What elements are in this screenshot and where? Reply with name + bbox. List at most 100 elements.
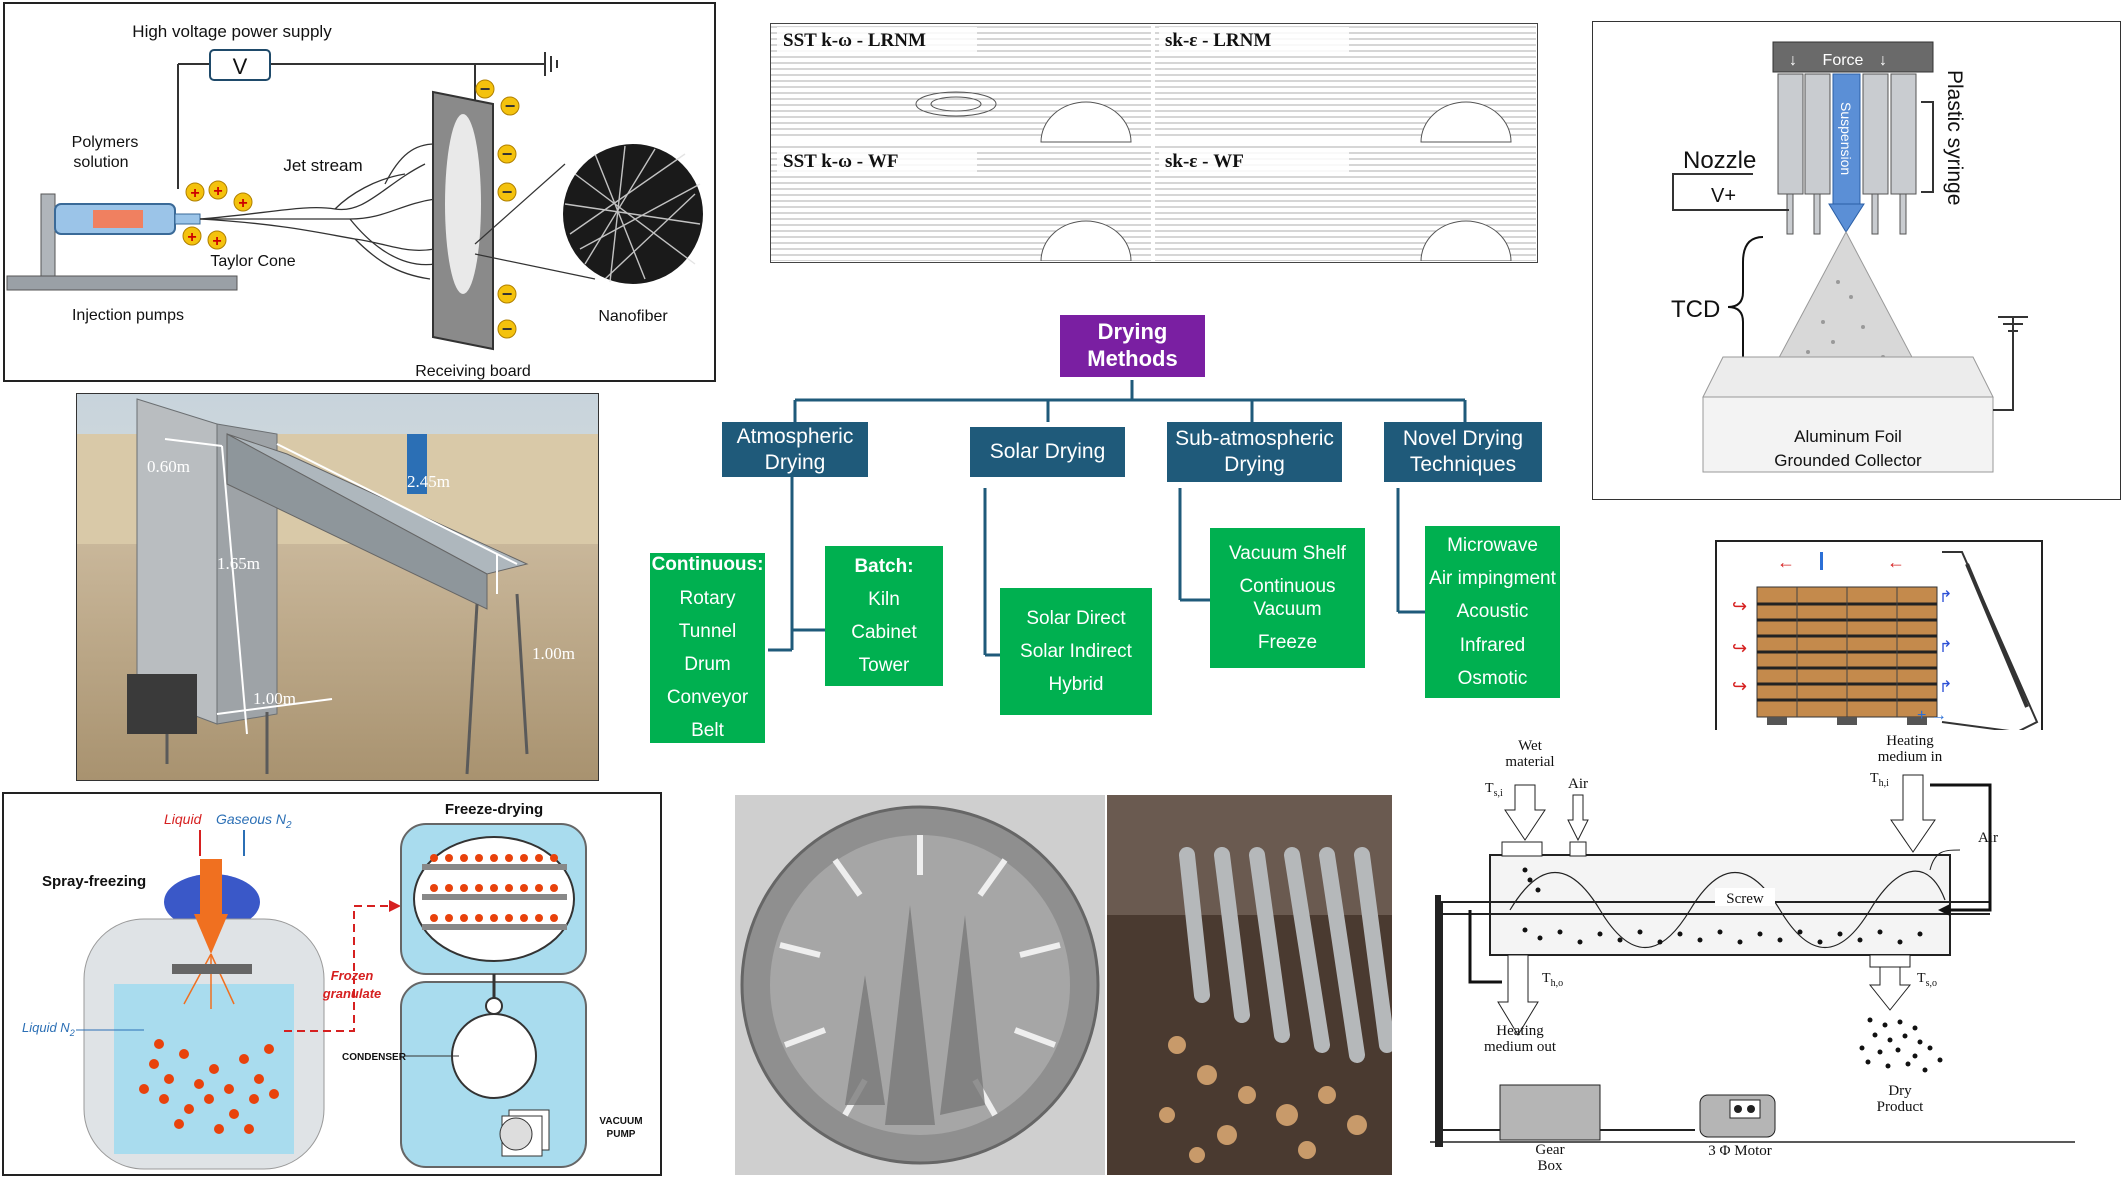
svg-text:−: − [480,79,491,99]
list-item: Conveyor [666,687,749,709]
list-item: Kiln [868,588,900,610]
nozzle-label: Nozzle [1683,147,1756,174]
solar-dryer-photo: 0.60m 2.45m 1.65m 1.00m 1.00m [76,393,599,781]
dim-label: 0.60m [147,457,190,476]
syringe-array [1777,73,1917,235]
chart-connectors [768,380,1467,657]
voltmeter-label: V [233,54,248,79]
cfd-label-sst-lrnm: SST k-ω - LRNM [783,30,926,51]
gaseous-n2-label: Gaseous N2 [216,811,292,831]
tcd-label: TCD [1671,296,1720,323]
dry-product-pile [1859,1017,1943,1073]
positive-charges: + + + + + [182,180,253,250]
condenser-label: CONDENSER [342,1052,407,1063]
dim-label: 1.00m [253,689,296,708]
dim-label: 2.45m [407,472,450,491]
svg-text:−: − [502,319,513,339]
liquid-n2-label: Liquid N2 [22,1020,75,1038]
leaf-continuous: Continuous: Rotary Tunnel Drum Conveyor … [650,553,765,743]
leaf-solar: Solar Direct Solar Indirect Hybrid [1000,588,1152,715]
leaf-batch: Batch: Kiln Cabinet Tower [825,546,943,686]
down-arrow-icon: ↓ [1879,52,1887,69]
th-i-label: Th,i [1870,771,1889,789]
cfd-streamlines-plot: SST k-ω - LRNM sk-ε - LRNM SST k-ω - WF … [771,24,1536,261]
svg-text:+: + [238,195,247,212]
electrospray-diagram: Force ↓ ↓ Suspension Plastic syringe Noz… [1671,41,2028,473]
cfd-streamlines-panel: SST k-ω - LRNM sk-ε - LRNM SST k-ω - WF … [770,23,1538,263]
svg-text:↱: ↱ [1939,679,1952,696]
jet-stream-label: Jet stream [283,156,362,175]
list-item: Solar Indirect [1020,640,1132,662]
kiln-diagram-panel: ← ← ↪↪↪ ↱↱↱ + → [1715,540,2043,740]
aluminum-foil-label: Aluminum Foil [1794,427,1902,446]
ts-o-label: Ts,o [1917,971,1937,989]
svg-text:+: + [212,233,221,250]
liquid-label: Liquid [164,811,203,827]
vplus-label: V+ [1711,185,1736,207]
air-flow-arrow-icon: ← [1887,552,1905,572]
list-item: Belt [691,720,724,742]
force-label: Force [1823,52,1864,69]
frozen-granules [139,1039,279,1134]
svg-text:+: + [213,183,222,200]
receiving-board-label: Receiving board [415,363,531,380]
air-flow-arrow-icon: ← [1777,552,1795,572]
down-arrow-icon: ↓ [1789,52,1797,69]
dim-label: 1.65m [217,554,260,573]
air-in-label: Air [1568,776,1588,792]
taylor-cone-label: Taylor Cone [210,253,295,270]
list-item: Drum [684,654,731,675]
drying-methods-chart: Drying Methods Atmospheric Drying Solar … [640,310,1570,750]
svg-text:+: + [187,229,196,246]
svg-text:↱: ↱ [1939,639,1952,656]
th-o-label: Th,o [1542,971,1563,989]
list-item: Rotary [679,587,736,609]
drying-methods-root: Drying Methods [1060,315,1205,377]
injection-pumps-label: Injection pumps [72,307,184,324]
motor-label: 3 Φ Motor [1708,1143,1771,1159]
list-item: Solar Direct [1026,607,1126,629]
freeze-drying-diagram: Liquid Gaseous N2 Spray-freezing Liquid … [22,801,643,1170]
kiln-diagram: ← ← ↪↪↪ ↱↱↱ + → [1732,551,2039,734]
force-plate [1772,41,1934,73]
paddle-dryer-photo [1107,795,1392,1175]
svg-text:+: + [190,185,199,202]
electrospray-panel: Force ↓ ↓ Suspension Plastic syringe Noz… [1592,21,2121,500]
suspension-syringe [1832,73,1861,205]
list-item: Tower [858,655,910,677]
fan-icon: + → [1917,707,1947,724]
list-item: Acoustic [1456,601,1529,623]
category-novel: Novel Drying Techniques [1384,422,1542,482]
svg-text:−: − [502,182,513,202]
grounded-collector-label: Grounded Collector [1774,451,1922,470]
screw-label: Screw [1726,891,1764,907]
cfd-label-ske-lrnm: sk-ε - LRNM [1165,30,1271,51]
cfd-label-ske-wf: sk-ε - WF [1165,151,1244,172]
list-item: Continuous Vacuum [1239,575,1336,620]
leaf-novel: Microwave Air impingment Acoustic Infrar… [1425,526,1560,698]
air-out-label: Air [1978,830,1998,846]
dim-label: 1.00m [532,644,575,663]
nanofiber-label: Nanofiber [598,308,668,325]
svg-text:↪: ↪ [1732,676,1747,696]
vacuum-pump-icon [499,1109,550,1157]
svg-text:↪: ↪ [1732,638,1747,658]
condenser-icon [451,1013,537,1099]
list-item: Osmotic [1457,667,1528,689]
material-particles [1522,867,1923,945]
screw-helix [1509,870,1946,948]
svg-text:−: − [502,144,513,164]
power-supply-label: High voltage power supply [132,22,332,41]
svg-text:−: − [505,96,516,116]
suspension-label: Suspension [1838,102,1854,175]
